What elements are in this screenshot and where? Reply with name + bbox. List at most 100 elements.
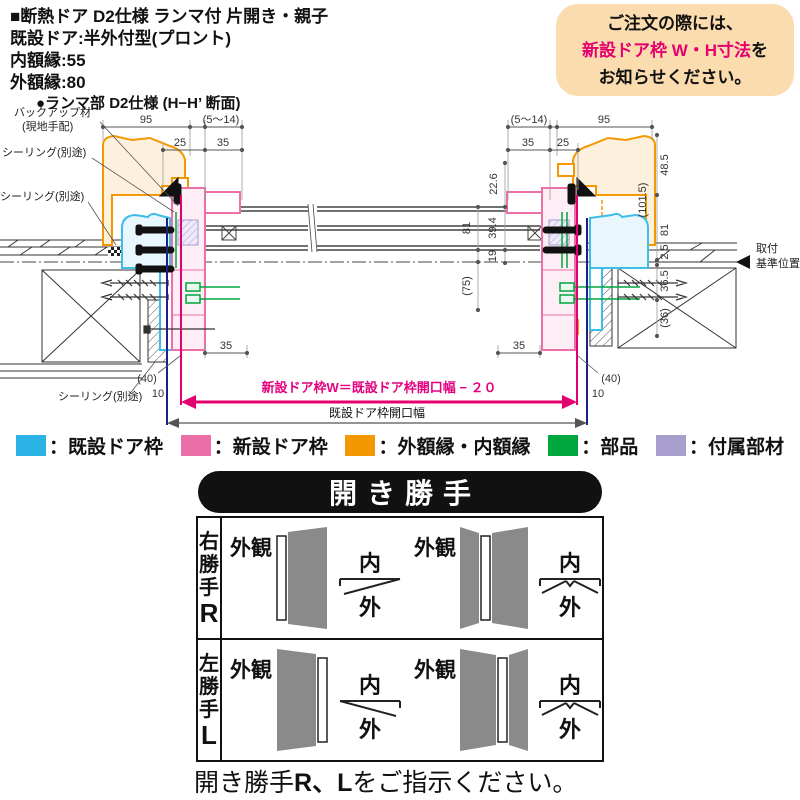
- legend-label-existing-frame: ：既設ドア枠: [49, 437, 164, 458]
- color-legend: ：既設ドア枠 ：新設ドア枠 ：外額縁・内額縁 ：部品 ：付属部材: [0, 432, 800, 459]
- inside-label: 内: [558, 673, 581, 698]
- new-frame-right: [506, 187, 576, 351]
- legend-swatch-accessory: [655, 435, 686, 456]
- dim-r-36: (36): [659, 308, 671, 328]
- single-door-icon-l: [277, 649, 328, 751]
- spec-line-3: 内額縁:55: [10, 51, 86, 70]
- door-unit-l-single: 外観 内 外: [230, 648, 404, 752]
- row-content-right-hand: 外観 内 外 外観: [222, 518, 608, 638]
- exterior-view-label: 外観: [414, 659, 456, 682]
- new-frame-left: [171, 187, 241, 351]
- dim-bl-40: (40): [137, 373, 157, 385]
- dim-r-36-5: 36.5: [659, 270, 671, 291]
- dim-tl-35: 35: [217, 137, 229, 149]
- legend-swatch-parts: [548, 435, 579, 456]
- dim-tl-95: 95: [140, 114, 152, 126]
- left-wall: [0, 239, 168, 379]
- dim-m-75: (75): [461, 276, 473, 296]
- outside-label: 外: [558, 717, 581, 742]
- backup-material-label-2: (現地手配): [22, 119, 73, 133]
- dim-bl-10: 10: [152, 388, 164, 400]
- order-notice-box: ご注文の際には、 新設ドア枠 W・H寸法を お知らせください。: [556, 4, 794, 96]
- notice-line-2-suffix: を: [751, 40, 769, 60]
- opening-direction-title: 開き勝手: [328, 478, 481, 509]
- footer-instruction: 開き勝手R、Lをご指示ください。: [194, 763, 577, 799]
- spec-line-2: 既設ドア:半外付型(プロント): [10, 29, 231, 48]
- mounting-ref-label-1: 取付: [756, 242, 778, 255]
- existing-opening-label: 既設ドア枠開口幅: [329, 405, 425, 420]
- dim-tr-35: 35: [522, 137, 534, 149]
- row-content-left-hand: 外観 内 外 外観: [222, 640, 608, 760]
- swing-diagram-l-single: 内 外: [338, 674, 402, 742]
- door-unit-r-double: 外観 内 外: [414, 526, 604, 630]
- legend-item-parts: ：部品: [548, 432, 638, 459]
- footer-prefix: 開き勝手: [194, 769, 295, 797]
- dimension-labels-bottom: 35 (40) 10 35 (40) 10: [137, 340, 621, 400]
- backup-material-label: バックアップ材: [14, 105, 91, 119]
- legend-swatch-new-frame: [180, 435, 211, 456]
- mounting-reference: 取付 基準位置: [736, 242, 800, 270]
- swing-symbol-r-single-icon: [339, 578, 401, 595]
- door-slab: [205, 203, 543, 254]
- dim-tl-gap: (5〜14): [203, 114, 240, 126]
- dim-m-81: 81: [461, 222, 473, 234]
- parts-green: [175, 212, 640, 304]
- existing-opening-dimension: 既設ドア枠開口幅: [167, 405, 587, 428]
- legend-item-casing: ：外額縁・内額縁: [345, 432, 530, 459]
- dim-m-39-4: 39.4: [487, 217, 499, 238]
- inside-label: 内: [558, 551, 581, 576]
- screws: [99, 279, 689, 334]
- sealing-label-2: シーリング(別途): [0, 189, 84, 203]
- reference-lines: [166, 195, 588, 425]
- dim-r-48-5: 48.5: [659, 154, 671, 175]
- diagram-section-title: ●ランマ部 D2仕様 (H−H’ 断面): [36, 95, 241, 112]
- dimension-lines: [100, 124, 660, 374]
- row-label-kanji-l: 左勝手: [199, 652, 219, 721]
- legend-label-new-frame: ：新設ドア枠: [213, 437, 328, 458]
- dimension-labels-top: 95 (5〜14) 25 35 (5〜14) 95 35 25: [140, 114, 610, 149]
- sealing-label-3: シーリング(別途): [58, 389, 142, 403]
- row-label-kanji-r: 右勝手: [199, 530, 219, 599]
- cross-section-diagram: 95 (5〜14) 25 35 (5〜14) 95 35 25 48.5 (10…: [0, 105, 800, 428]
- new-frame-width-formula: 新設ドア枠W＝既設ドア枠開口幅 − ２０: [261, 380, 496, 395]
- sealing-label-1: シーリング(別途): [2, 145, 86, 159]
- table-row-right-hand: 右勝手 R 外観 内 外: [198, 518, 602, 640]
- dim-tl-25: 25: [174, 137, 186, 149]
- dim-br-35: 35: [513, 340, 525, 352]
- notice-line-1: ご注文の際には、: [607, 13, 743, 33]
- double-door-icon-r: [460, 527, 528, 629]
- opening-direction-table: 右勝手 R 外観 内 外: [196, 516, 604, 762]
- row-label-letter-r: R: [199, 597, 219, 628]
- footer-suffix: をご指示ください。: [352, 769, 578, 797]
- notice-highlight: 新設ドア枠 W・H寸法: [581, 40, 752, 60]
- spec-line-1: ■断熱ドア D2仕様 ランマ付 片開き・親子: [10, 7, 329, 26]
- row-label-left-hand: 左勝手 L: [198, 640, 222, 760]
- outside-label: 外: [358, 717, 381, 742]
- dim-r-101-5: (101.5): [637, 183, 649, 218]
- exterior-view-label: 外観: [230, 659, 272, 682]
- opening-direction-banner: 開き勝手: [198, 471, 602, 513]
- swing-diagram-r-single: 内 外: [338, 552, 402, 620]
- dim-m-19: 19: [487, 250, 499, 262]
- legend-label-parts: ：部品: [581, 437, 639, 458]
- existing-frame-right: [589, 212, 649, 331]
- spec-line-4: 外額縁:80: [10, 73, 86, 92]
- swing-symbol-l-single-icon: [339, 700, 401, 717]
- dim-r-81: 81: [659, 224, 671, 236]
- dim-tr-gap: (5〜14): [511, 114, 548, 126]
- dim-br-40: (40): [601, 373, 621, 385]
- swing-diagram-l-double: 内 外: [538, 674, 602, 742]
- inside-label: 内: [358, 551, 381, 576]
- extension-lines: [102, 120, 658, 358]
- dim-bl-35: 35: [220, 340, 232, 352]
- door-unit-r-single: 外観 内 外: [230, 526, 404, 630]
- table-row-left-hand: 左勝手 L 外観 内 外: [198, 640, 602, 760]
- dim-br-10: 10: [592, 388, 604, 400]
- mounting-ref-label-2: 基準位置: [756, 256, 800, 270]
- double-door-icon-l: [460, 649, 528, 751]
- annotations: バックアップ材 (現地手配) シーリング(別途) シーリング(別途) シーリング…: [0, 105, 179, 403]
- exterior-view-label: 外観: [230, 537, 272, 560]
- door-unit-l-double: 外観 内 外: [414, 648, 604, 752]
- dimension-labels-vertical: 48.5 (101.5) 81 2.5 36.5 (36) 22.6 81 39…: [461, 154, 671, 327]
